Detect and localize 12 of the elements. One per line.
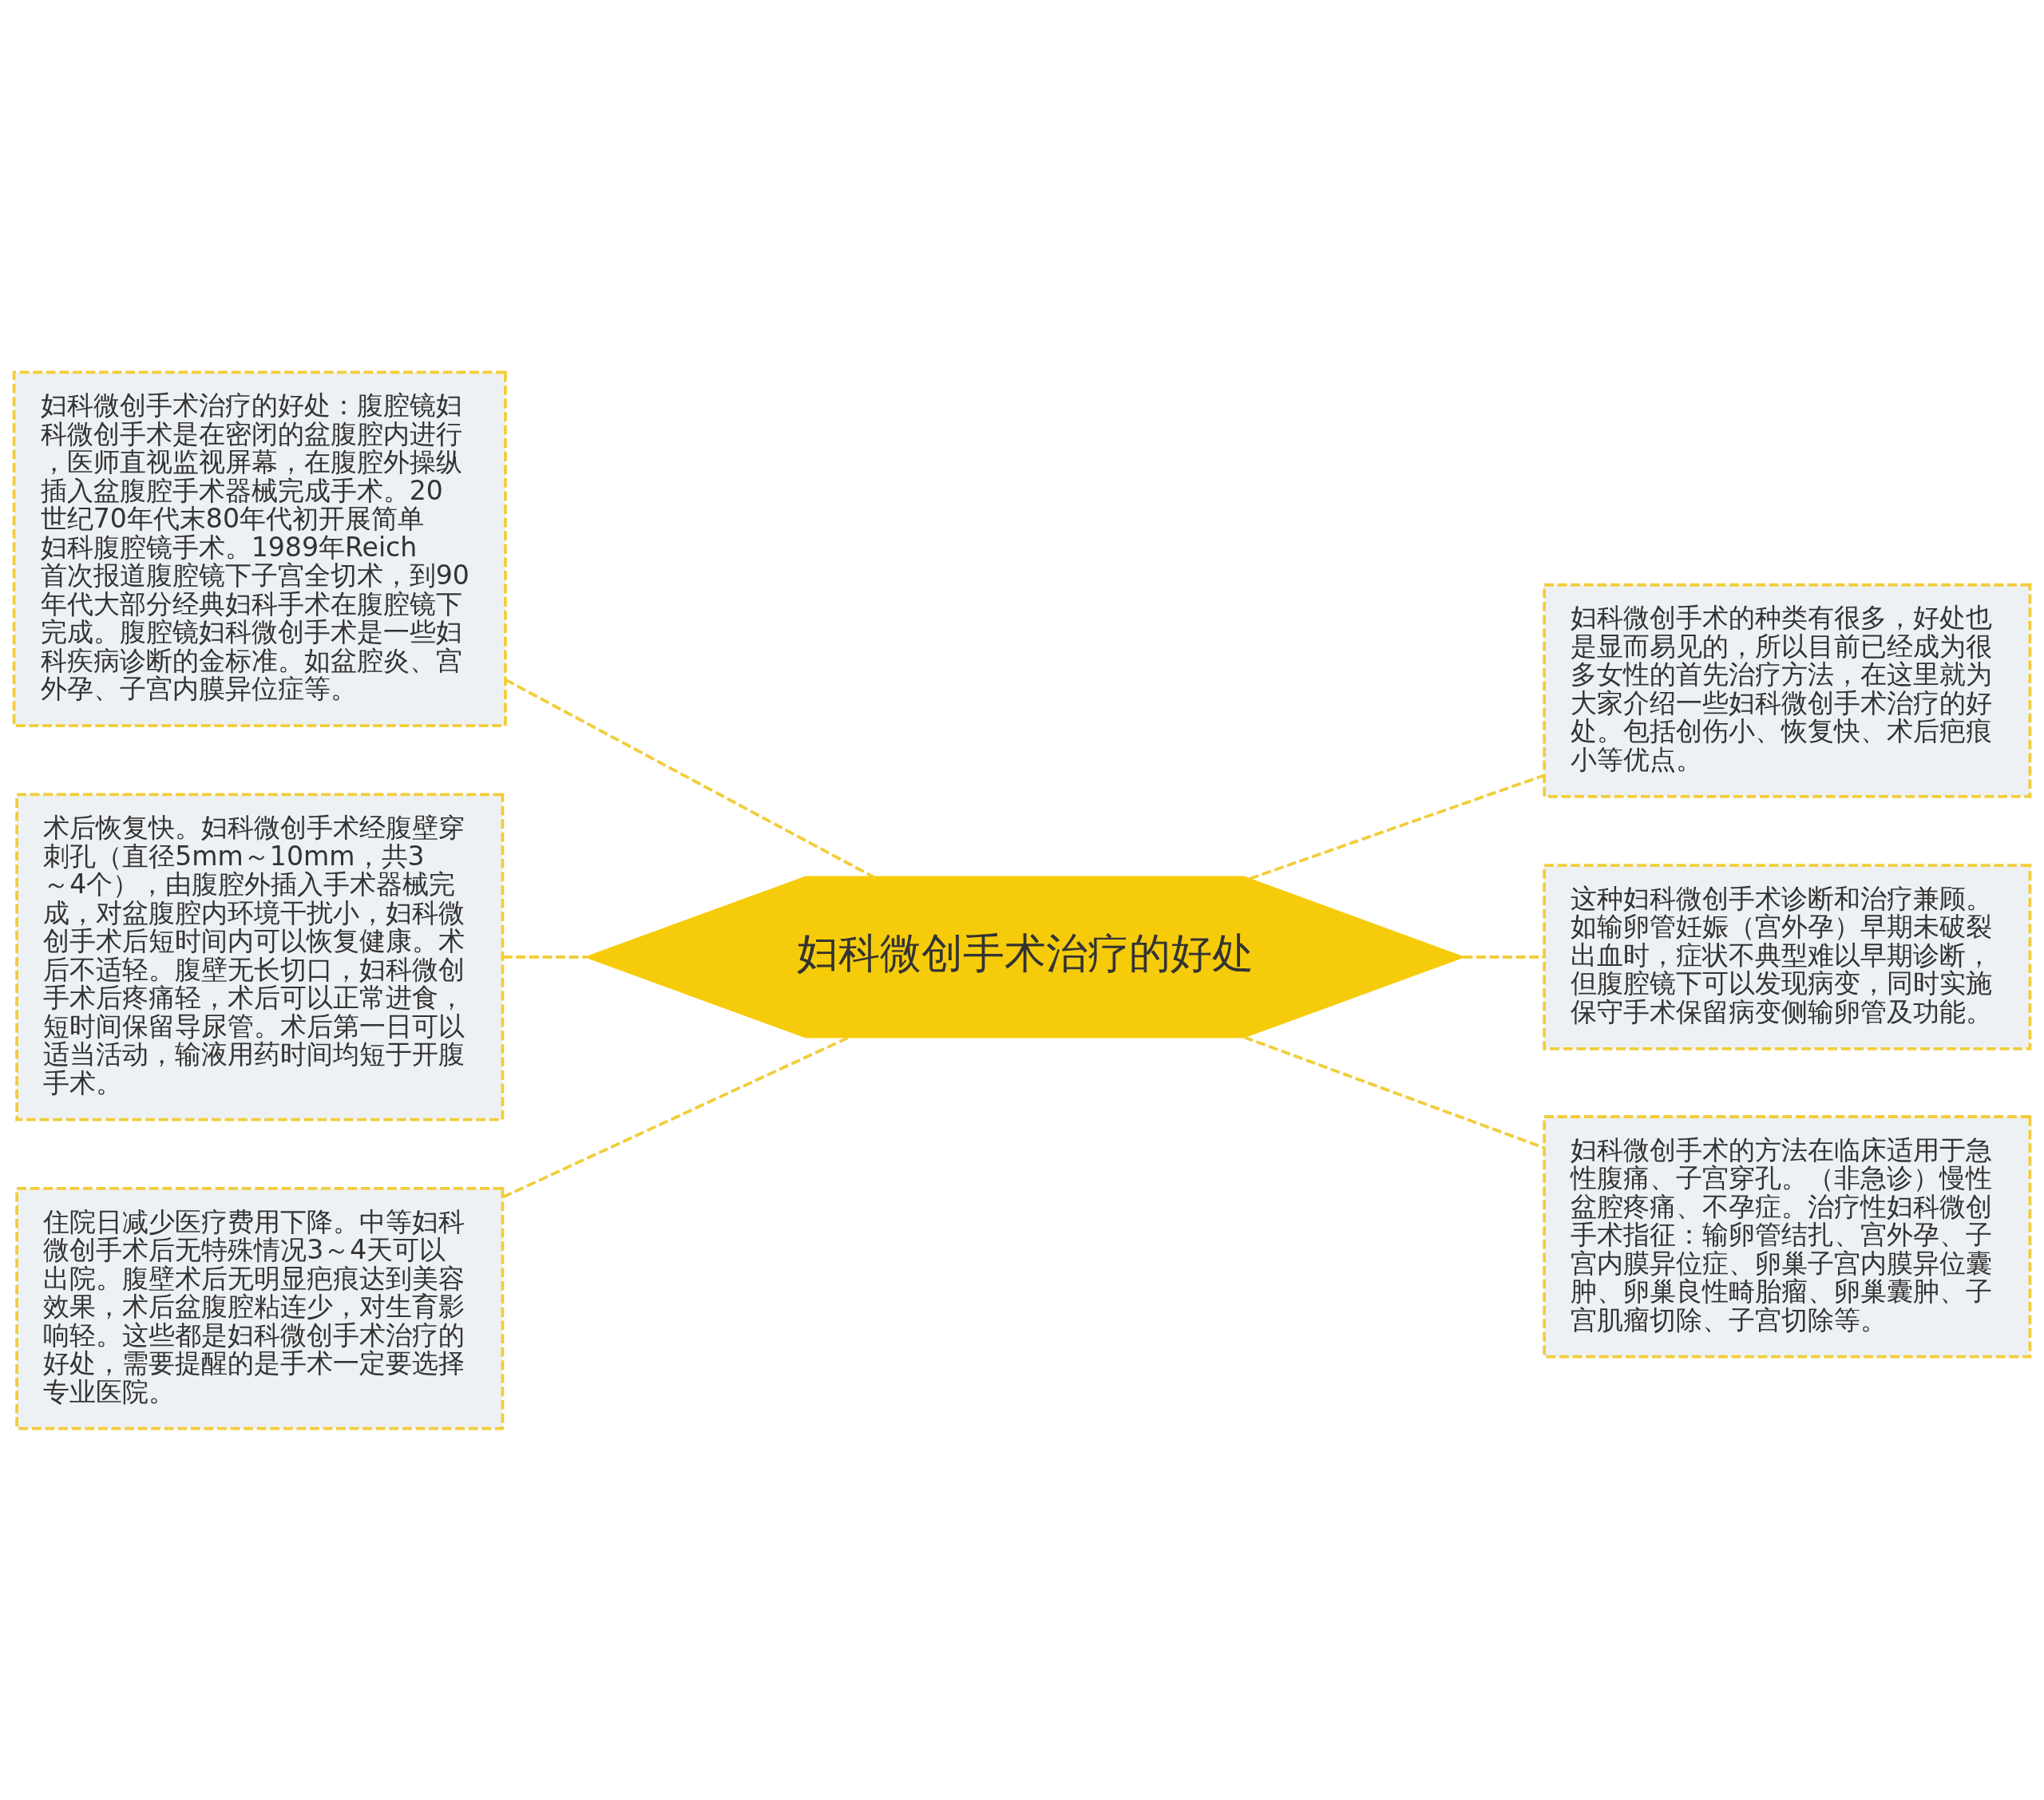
node-box: 妇科微创手术的方法在临床适用于急性腹痛、子宫穿孔。（非急诊）慢性盆腔疼痛、不孕症。治疗性妇科微创手术指征：输卵管结扎、宫外孕、子宫内膜异位症、卵巢子宫内膜异位囊肿、卵巢良性畸胎瘤、卵巢囊肿、子宫肌瘤切除、子宫切除等。 — [1543, 1114, 2032, 1358]
node-box: 这种妇科微创手术诊断和治疗兼顾。如输卵管妊娠（宫外孕）早期未破裂出血时，症状不典型难以早期诊断，但腹腔镜下可以发现病变，同时实施保守手术保留病变侧输卵管及功能。 — [1543, 863, 2032, 1050]
node-box: 住院日减少医疗费用下降。中等妇科微创手术后无特殊情况3～4天可以出院。腹壁术后无明显疤痕达到美容效果，术后盆腹腔粘连少，对生育影响轻。这些都是妇科微创手术治疗的好处，需要提醒的是手术一定要选择专业医院。 — [15, 1186, 505, 1430]
node-box: 妇科微创手术的种类有很多，好处也是显而易见的，所以目前已经成为很多女性的首先治疗方法，在这里就为大家介绍一些妇科微创手术治疗的好处。包括创伤小、恢复快、术后疤痕小等优点。 — [1543, 583, 2032, 798]
connector — [503, 955, 587, 959]
connector — [1243, 1035, 1545, 1149]
node-box: 妇科微创手术治疗的好处：腹腔镜妇科微创手术是在密闭的盆腹腔内进行，医师直视监视屏幕，在腹腔外操纵插入盆腹腔手术器械完成手术。20世纪70年代末80年代初开展简单妇科腹腔镜手术。1989年Reich首次报道腹腔镜下子宫全切术，到90年代大部分经典妇科手术在腹腔镜下完成。腹腔镜妇科微创手术是一些妇科疾病诊断的金标准。如盆腔炎、宫外孕、子宫内膜异位症等。 — [12, 370, 507, 727]
connector — [505, 678, 874, 878]
connector — [1463, 955, 1545, 959]
connector — [1249, 773, 1545, 880]
connector — [502, 1035, 850, 1198]
node-box: 术后恢复快。妇科微创手术经腹壁穿刺孔（直径5mm～10mm，共3～4个），由腹腔外插入手术器械完成，对盆腹腔内环境干扰小，妇科微创手术后短时间内可以恢复健康。术后不适轻。腹壁无长切口，妇科微创手术后疼痛轻，术后可以正常进食，短时间保留导尿管。术后第一日可以适当活动，输液用药时间均短于开腹手术。 — [15, 793, 505, 1121]
